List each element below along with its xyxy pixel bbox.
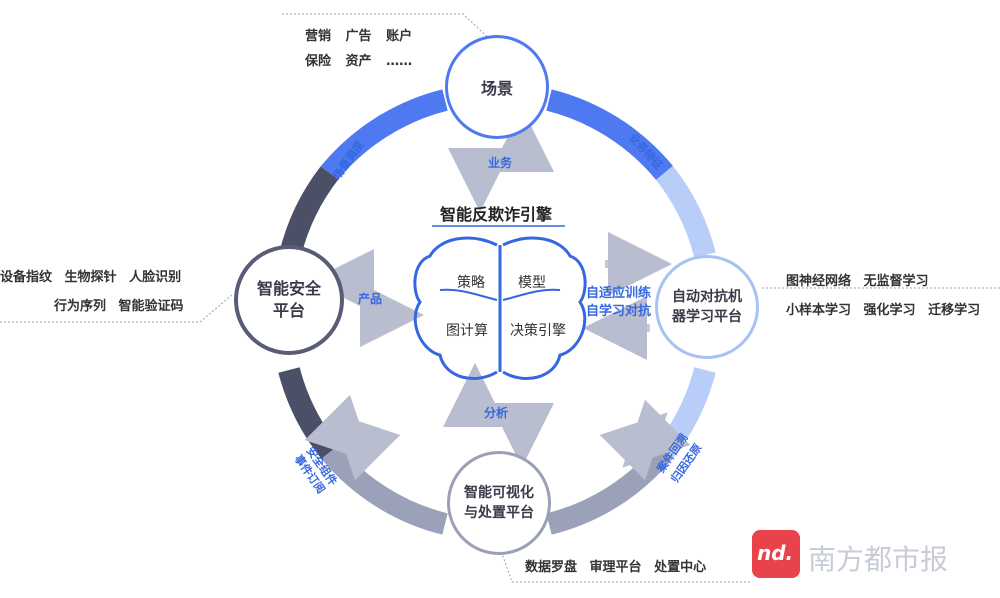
node-visualization-platform: 智能可视化 与处置平台: [447, 451, 551, 555]
leader-line-left: [0, 294, 233, 323]
brain-decision-engine: 决策引擎: [510, 323, 566, 339]
arrow-right-bottom-diag-2: [599, 412, 668, 481]
annot-top-row2: 保险 资产 ……: [305, 50, 412, 69]
annot-left-row2: 行为序列 智能验证码: [54, 295, 184, 314]
ring-segment-top-left: [321, 89, 448, 181]
annot-item: 审理平台: [589, 560, 642, 575]
annot-item: 无监督学习: [863, 274, 929, 289]
annot-left-row1: 设备指纹 生物探针 人脸识别: [0, 266, 181, 285]
flow-business: 业务: [488, 156, 513, 170]
node-scene: 场景: [445, 35, 549, 139]
annot-item: 设备指纹: [0, 270, 53, 285]
flow-product: 产品: [358, 292, 383, 306]
node-adversarial-line1: 自动对抗机: [672, 289, 742, 305]
annot-right-row2: 小样本学习 强化学习 迁移学习: [786, 299, 980, 318]
ring-segment-bottom-right: [546, 444, 673, 535]
watermark-logo-text: nd.: [757, 541, 794, 565]
annot-item: 账户: [386, 29, 413, 44]
node-adversarial-ml-platform: 自动对抗机 器学习平台: [655, 255, 759, 359]
brain-model: 模型: [518, 275, 546, 291]
node-adversarial-line2: 器学习平台: [672, 309, 742, 325]
annot-item: 广告: [345, 29, 372, 44]
annot-top-row1: 营销 广告 账户: [305, 25, 412, 44]
ring-segment-right-upper: [655, 166, 716, 258]
node-security-line1: 智能安全: [256, 279, 321, 298]
node-scene-label: 场景: [480, 79, 513, 98]
annot-bottom-row: 数据罗盘 审理平台 处置中心: [525, 556, 706, 575]
annot-item: ……: [386, 54, 413, 69]
arrow-left-bottom-diag-1: [304, 394, 373, 463]
flow-analysis: 分析: [484, 406, 509, 420]
node-visual-line1: 智能可视化: [464, 485, 534, 501]
annot-item: 强化学习: [863, 303, 916, 318]
leader-line-top: [282, 13, 496, 45]
annot-item: 行为序列: [54, 299, 107, 314]
ring-segment-bottom-left: [321, 444, 448, 535]
flow-adaptive-line1: 自适应训练: [586, 286, 652, 301]
brain-strategy: 策略: [457, 275, 485, 291]
node-security-line2: 平台: [272, 301, 305, 320]
node-security-platform: 智能安全 平台: [234, 245, 344, 355]
annot-right-row1: 图神经网络 无监督学习: [786, 270, 929, 289]
annot-item: 营销: [305, 29, 332, 44]
annot-item: 图神经网络: [786, 274, 852, 289]
brain-graph-compute: 图计算: [446, 323, 488, 339]
annot-item: 保险: [305, 54, 332, 69]
node-visual-line2: 与处置平台: [464, 505, 534, 521]
annot-item: 数据罗盘: [525, 560, 578, 575]
watermark-logo-bg: [752, 530, 800, 578]
brain-outline: [413, 236, 587, 380]
engine-title: 智能反欺诈引擎: [440, 205, 553, 224]
watermark-name: 南方都市报: [808, 543, 949, 576]
annot-item: 处置中心: [654, 560, 707, 575]
annot-item: 人脸识别: [129, 270, 182, 285]
annot-item: 迁移学习: [928, 303, 981, 318]
ring-segment-top-right: [546, 89, 673, 181]
annot-item: 资产: [345, 54, 372, 69]
annot-item: 小样本学习: [786, 303, 852, 318]
ring-segment-left-upper: [279, 166, 339, 258]
annot-item: 智能验证码: [118, 299, 184, 314]
arrow-left-bottom-diag-2: [332, 412, 401, 481]
ring-segment-left-lower: [278, 367, 339, 459]
leader-line-bottom: [499, 547, 750, 583]
flow-adaptive-line2: 自学习对抗: [586, 304, 652, 319]
annot-item: 生物探针: [64, 270, 117, 285]
